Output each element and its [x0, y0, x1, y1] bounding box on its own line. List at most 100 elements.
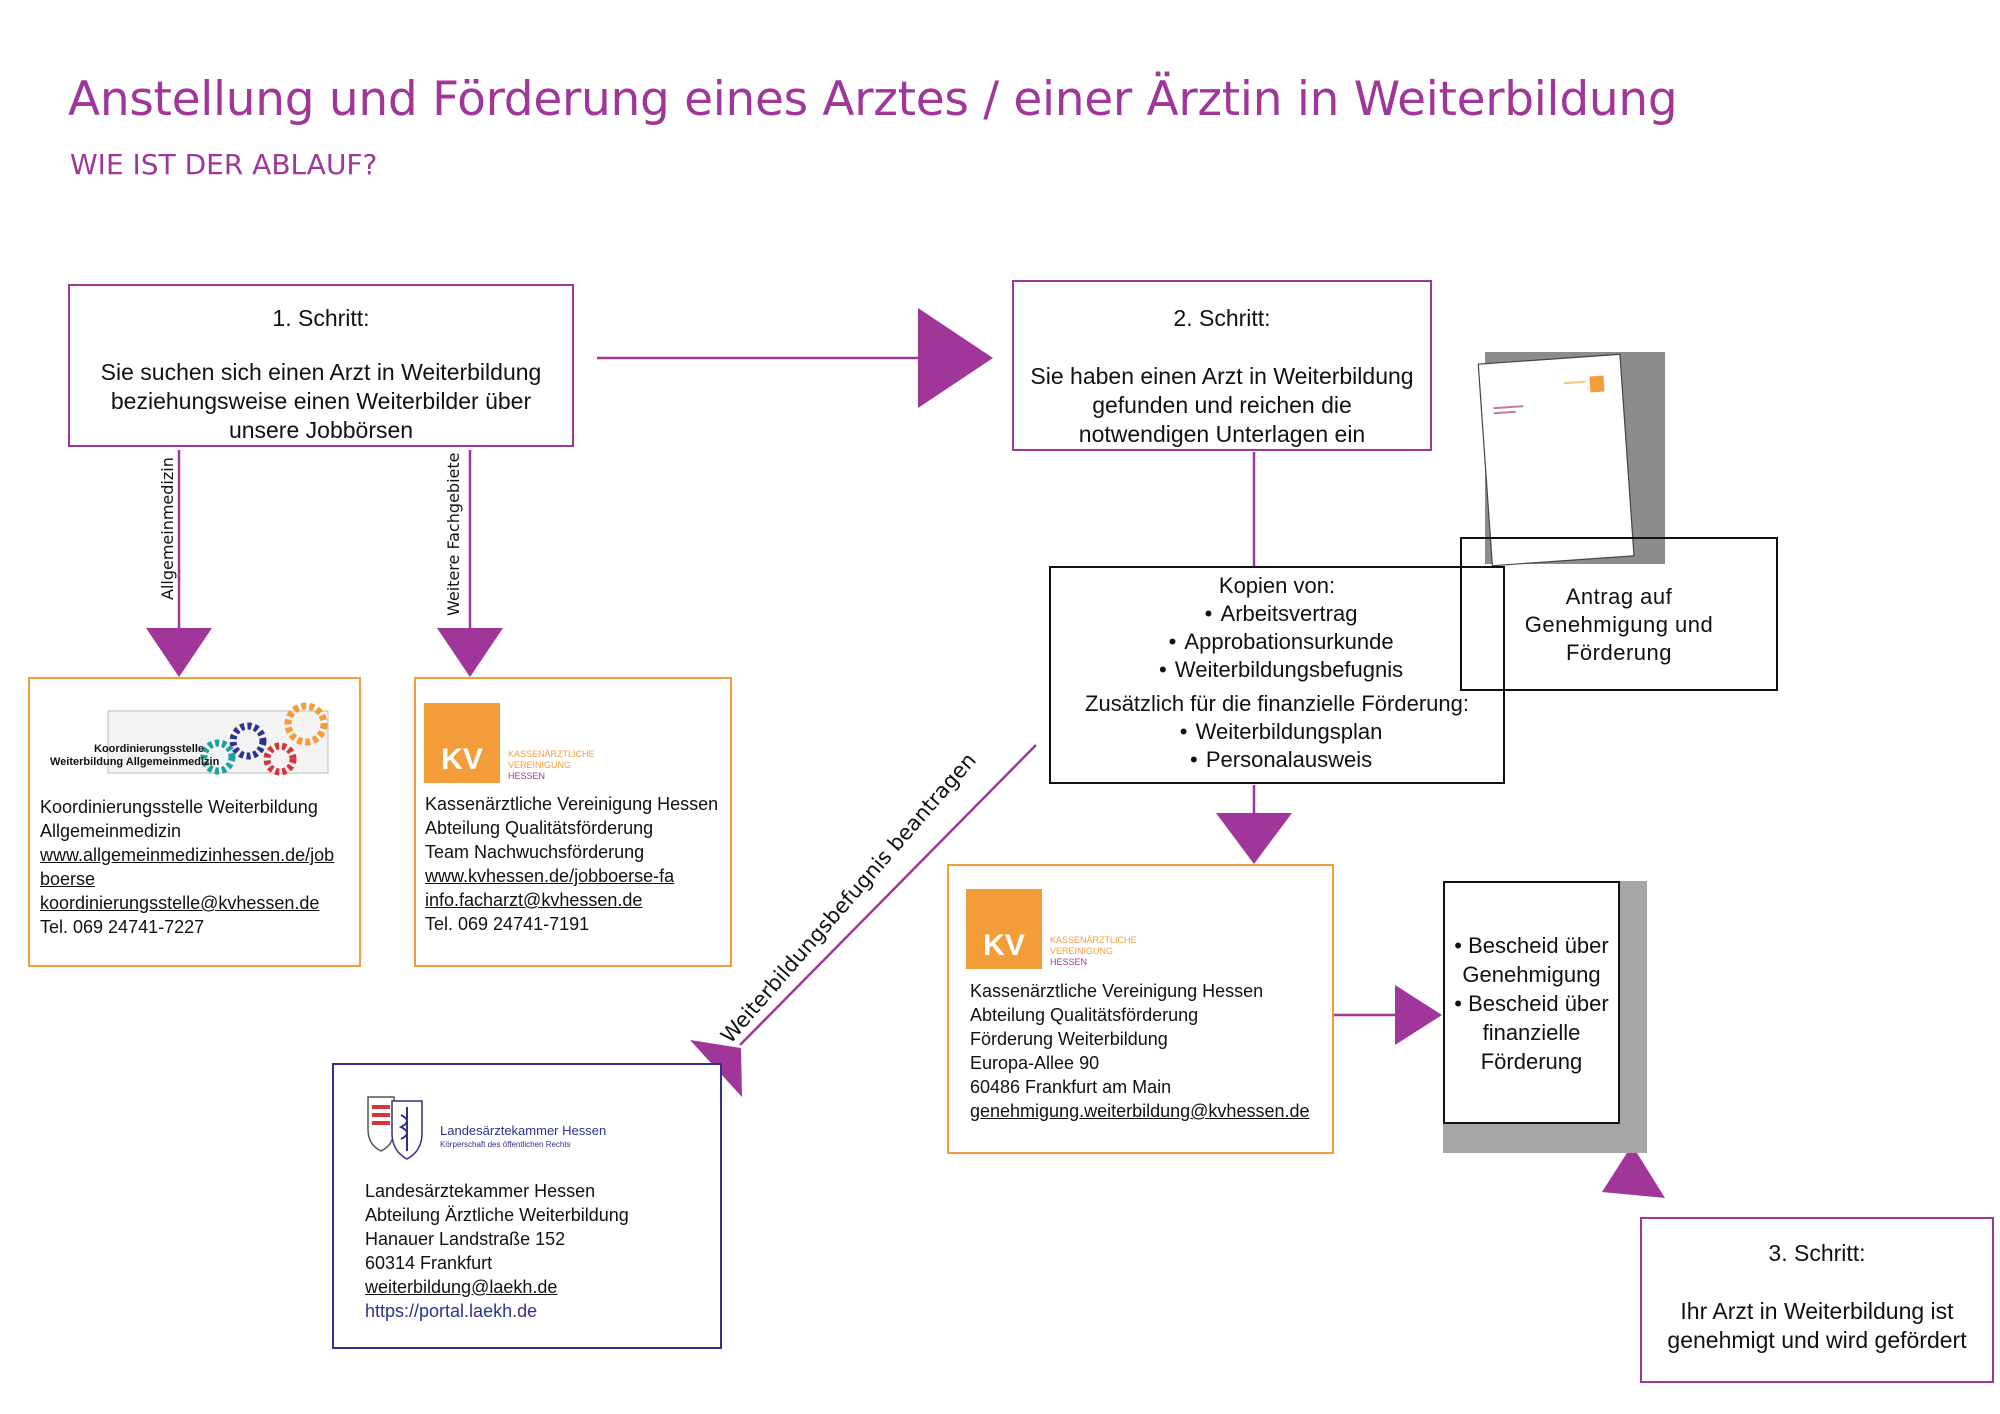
documents-item: Weiterbildungsbefugnis — [1051, 656, 1503, 684]
documents-extra-item: Weiterbildungsplan — [1051, 718, 1503, 746]
step1-text-line3: unsere Jobbörsen — [228, 417, 414, 443]
step3-text-line1: Ihr Arzt in Weiterbildung ist — [1680, 1298, 1954, 1324]
bescheid-item2-line3: Förderung — [1480, 1049, 1583, 1074]
step2-text-line3: notwendigen Unterlagen ein — [1078, 421, 1366, 447]
label-weitere-fachgebiete: Weitere Fachgebiete — [444, 452, 463, 616]
bescheid-box: • Bescheid über Genehmigung • Bescheid ü… — [1443, 881, 1620, 1124]
koordinierung-url-2[interactable]: boerse — [40, 869, 96, 889]
step3-text-line2: genehmigt und wird gefördert — [1667, 1327, 1967, 1353]
koordinierung-logo-text-2: Weiterbildung Allgemeinmedizin — [50, 756, 220, 768]
bescheid-item1-line2: Genehmigung — [1462, 962, 1601, 987]
antrag-line2: Genehmigung und — [1524, 612, 1714, 637]
kv-logo-letters: KV — [441, 743, 483, 776]
laekh-box: Landesärztekammer Hessen Körperschaft de… — [332, 1063, 722, 1349]
arrow-kv-bescheid-head — [1395, 985, 1442, 1045]
laekh-street: Hanauer Landstraße 152 — [365, 1229, 566, 1249]
kv-logo-line1: KASSENÄRZTLICHE — [1050, 935, 1137, 945]
koordinierung-logo-text-1: Koordinierungsstelle — [94, 743, 205, 755]
koordinierung-url-1[interactable]: www.allgemeinmedizinhessen.de/job — [40, 845, 335, 865]
gears-logo — [107, 702, 329, 776]
kv-jobboerse-info: Kassenärztliche Vereinigung Hessen Abtei… — [425, 792, 718, 936]
kv-logo-mark: KV — [424, 703, 500, 783]
laekh-logo-text-2: Körperschaft des öffentlichen Rechts — [440, 1140, 571, 1149]
step1-text-line1: Sie suchen sich einen Arzt in Weiterbild… — [100, 359, 542, 385]
documents-item: Approbationsurkunde — [1051, 628, 1503, 656]
laekh-crest-icon — [367, 1096, 423, 1160]
arrow-befugnis-line — [739, 744, 1037, 1046]
koordinierung-name-1: Koordinierungsstelle Weiterbildung — [40, 797, 318, 817]
bescheid-item1-line1: • Bescheid über — [1454, 933, 1609, 958]
kv-foerderung-email[interactable]: genehmigung.weiterbildung@kvhessen.de — [970, 1101, 1310, 1121]
laekh-city: 60314 Frankfurt — [365, 1253, 493, 1273]
documents-item-text: Weiterbildungsbefugnis — [1174, 657, 1404, 682]
kv-logo-line2: VEREINIGUNG — [1050, 946, 1114, 956]
kv-jobboerse-team: Team Nachwuchsförderung — [425, 842, 645, 862]
koordinierung-name-2: Allgemeinmedizin — [40, 821, 182, 841]
kv-jobboerse-dept: Abteilung Qualitätsförderung — [425, 818, 654, 838]
documents-extra-item: Personalausweis — [1051, 746, 1503, 774]
page-subtitle: WIE IST DER ABLAUF? — [70, 148, 378, 181]
kv-foerderung-city: 60486 Frankfurt am Main — [970, 1077, 1172, 1097]
step2-heading: 2. Schritt: — [1173, 305, 1271, 331]
step1-heading: 1. Schritt: — [272, 305, 370, 331]
arrow-documents-kv-head — [1216, 813, 1292, 864]
laekh-name: Landesärztekammer Hessen — [365, 1181, 596, 1201]
laekh-portal[interactable]: https://portal.laekh.de — [365, 1301, 538, 1321]
laekh-email[interactable]: weiterbildung@laekh.de — [365, 1277, 558, 1297]
step2-box: 2. Schritt: Sie haben einen Arzt in Weit… — [1012, 280, 1432, 451]
documents-item-text: Arbeitsvertrag — [1220, 601, 1358, 626]
label-allgemeinmedizin: Allgemeinmedizin — [158, 457, 177, 600]
antrag-line3: Förderung — [1565, 640, 1672, 665]
kv-foerderung-name: Kassenärztliche Vereinigung Hessen — [970, 981, 1264, 1001]
antrag-line1: Antrag auf — [1565, 584, 1673, 609]
kv-foerderung-box: KV KASSENÄRZTLICHE VEREINIGUNG HESSEN Ka… — [947, 864, 1334, 1154]
kv-logo-wordmark: KASSENÄRZTLICHE VEREINIGUNG HESSEN — [508, 749, 595, 782]
kv-logo-line2: VEREINIGUNG — [508, 760, 572, 770]
arrow-allgemeinmedizin-head — [146, 628, 212, 677]
documents-extra-heading: Zusätzlich für die finanzielle Förderung… — [1085, 691, 1469, 716]
documents-item-text: Approbationsurkunde — [1184, 629, 1394, 654]
bescheid-item2-line1: • Bescheid über — [1454, 991, 1609, 1016]
antrag-document-icon — [1477, 353, 1635, 567]
step3-box: 3. Schritt: Ihr Arzt in Weiterbildung is… — [1640, 1217, 1994, 1383]
koordinierung-info: Koordinierungsstelle Weiterbildung Allge… — [40, 795, 334, 939]
arrow-step1-step2-head — [918, 308, 993, 408]
kv-logo-wordmark: KASSENÄRZTLICHE VEREINIGUNG HESSEN — [1050, 935, 1137, 968]
laekh-info: Landesärztekammer Hessen Abteilung Ärztl… — [365, 1179, 629, 1323]
kv-foerderung-info: Kassenärztliche Vereinigung Hessen Abtei… — [970, 979, 1310, 1123]
kv-logo-line1: KASSENÄRZTLICHE — [508, 749, 595, 759]
arrow-bescheid-step3-head — [1602, 1145, 1665, 1198]
documents-list: Arbeitsvertrag Approbationsurkunde Weite… — [1051, 600, 1503, 684]
kv-logo-line3: HESSEN — [508, 771, 546, 781]
arrow-fachgebiete-head — [437, 628, 503, 677]
kv-jobboerse-url[interactable]: www.kvhessen.de/jobboerse-fa — [425, 866, 675, 886]
bescheid-item2-line2: finanzielle — [1482, 1020, 1581, 1045]
kv-jobboerse-phone: Tel. 069 24741-7191 — [425, 914, 590, 934]
laekh-dept: Abteilung Ärztliche Weiterbildung — [365, 1205, 629, 1225]
step1-box: 1. Schritt: Sie suchen sich einen Arzt i… — [68, 284, 574, 447]
step2-text-line1: Sie haben einen Arzt in Weiterbildung — [1030, 363, 1414, 389]
step1-text-line2: beziehungsweise einen Weiterbilder über — [110, 388, 532, 414]
kv-jobboerse-email[interactable]: info.facharzt@kvhessen.de — [425, 890, 643, 910]
laekh-logo-text-1: Landesärztekammer Hessen — [440, 1123, 607, 1138]
kv-logo-letters: KV — [983, 929, 1025, 962]
kv-foerderung-dept: Abteilung Qualitätsförderung — [970, 1005, 1199, 1025]
kv-logo-mark: KV — [966, 889, 1042, 969]
kv-jobboerse-name: Kassenärztliche Vereinigung Hessen — [425, 794, 719, 814]
koordinierungsstelle-box: Koordinierungsstelle Weiterbildung Allge… — [28, 677, 361, 967]
kv-jobboerse-box: KV KASSENÄRZTLICHE VEREINIGUNG HESSEN Ka… — [414, 677, 732, 967]
kv-logo-line3: HESSEN — [1050, 957, 1088, 967]
koordinierung-email[interactable]: koordinierungsstelle@kvhessen.de — [40, 893, 320, 913]
documents-box: Kopien von: Arbeitsvertrag Approbationsu… — [1049, 566, 1505, 784]
step2-text-line2: gefunden und reichen die — [1092, 392, 1352, 418]
page-title: Anstellung und Förderung eines Arztes / … — [68, 72, 1678, 127]
documents-heading: Kopien von: — [1218, 573, 1336, 598]
kv-foerderung-team: Förderung Weiterbildung — [970, 1029, 1168, 1049]
documents-extra-item-text: Weiterbildungsplan — [1195, 719, 1383, 744]
step3-heading: 3. Schritt: — [1768, 1240, 1866, 1266]
documents-item: Arbeitsvertrag — [1051, 600, 1503, 628]
antrag-box: Antrag auf Genehmigung und Förderung — [1460, 537, 1778, 691]
documents-extra-item-text: Personalausweis — [1205, 747, 1373, 772]
kv-foerderung-street: Europa-Allee 90 — [970, 1053, 1100, 1073]
documents-extra-list: Weiterbildungsplan Personalausweis — [1051, 718, 1503, 774]
